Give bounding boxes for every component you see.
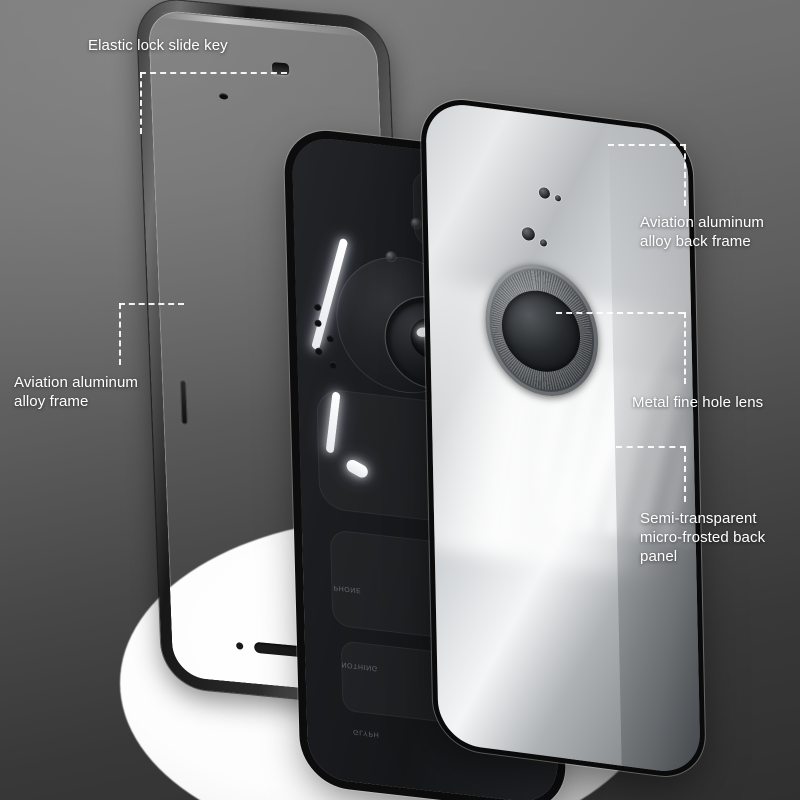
leader-line-back-frame-vertical: [684, 144, 686, 206]
annotation-elastic-lock-slide-key: Elastic lock slide key: [88, 37, 228, 54]
side-button: [179, 380, 188, 425]
part-semi-transparent-back-panel: [425, 99, 701, 777]
leader-line-aviation-frame-horizontal: [119, 303, 184, 305]
leader-line-aviation-frame-vertical: [119, 303, 121, 365]
leader-line-back-panel-vertical: [684, 446, 686, 502]
leader-line-back-panel-horizontal: [616, 446, 686, 448]
annotation-aviation-aluminum-alloy-back-frame: Aviation aluminum alloy back frame: [640, 214, 764, 250]
leader-line-lens-horizontal: [556, 312, 684, 314]
microphone-hole: [218, 92, 229, 100]
leader-line-elastic-lock-slide-key-vertical: [140, 72, 142, 134]
frosted-glass-surface: [425, 99, 701, 777]
screw: [411, 218, 421, 229]
annotation-semi-transparent-micro-frosted-back-panel: Semi-transparent micro-frosted back pane…: [640, 510, 766, 565]
screw: [386, 251, 396, 262]
annotation-metal-fine-hole-lens: Metal fine hole lens: [632, 394, 764, 411]
leader-line-lens-vertical: [684, 312, 686, 384]
body-mark-b: GLYPH: [352, 727, 380, 738]
frame-top-rail-highlight: [159, 11, 371, 38]
speaker-hole: [236, 642, 244, 650]
leader-line-back-frame-horizontal: [608, 144, 686, 146]
annotation-aviation-aluminum-alloy-frame: Aviation aluminum alloy frame: [14, 374, 138, 410]
leader-line-elastic-lock-slide-key-horizontal: [140, 72, 287, 74]
